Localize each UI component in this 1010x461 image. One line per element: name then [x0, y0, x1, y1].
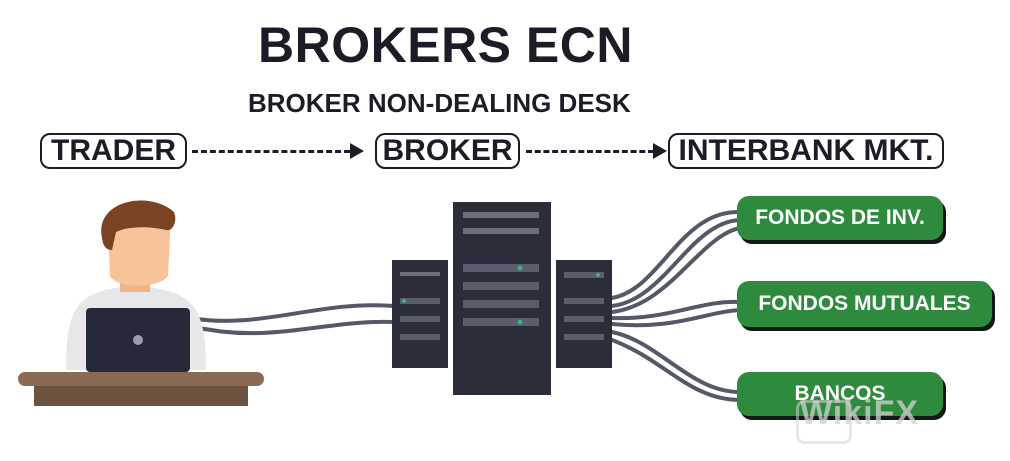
broker-to-interbank-arrowhead	[653, 143, 667, 159]
trader-to-broker-arrow	[192, 150, 350, 153]
destination-fondos-mutuales: FONDOS MUTUALES	[737, 281, 992, 327]
trader-to-broker-arrowhead	[350, 143, 364, 159]
server-left	[392, 260, 448, 368]
destination-fondos-inv: FONDOS DE INV.	[737, 196, 943, 240]
laptop-logo	[133, 335, 143, 345]
server-to-destination-cables	[610, 209, 742, 402]
interbank-box: INTERBANK MKT.	[668, 133, 944, 169]
server-center	[453, 202, 551, 395]
face	[108, 211, 170, 286]
hair	[101, 200, 176, 250]
broker-to-interbank-arrow	[526, 150, 654, 153]
broker-servers-illustration	[392, 202, 612, 395]
desk-top	[18, 372, 264, 386]
watermark-text: WikiFX	[800, 394, 920, 432]
desk-front	[34, 386, 248, 406]
diagram-title: BROKERS ECN	[258, 17, 633, 73]
destination-bancos: BANCOS	[737, 372, 943, 416]
broker-box: BROKER	[375, 133, 520, 169]
watermark-logo-icon	[796, 400, 852, 444]
trader-person-illustration	[18, 200, 264, 406]
trader-box: TRADER	[40, 133, 187, 169]
laptop-to-server-cables	[188, 303, 395, 336]
diagram-subtitle: BROKER NON-DEALING DESK	[248, 88, 631, 118]
